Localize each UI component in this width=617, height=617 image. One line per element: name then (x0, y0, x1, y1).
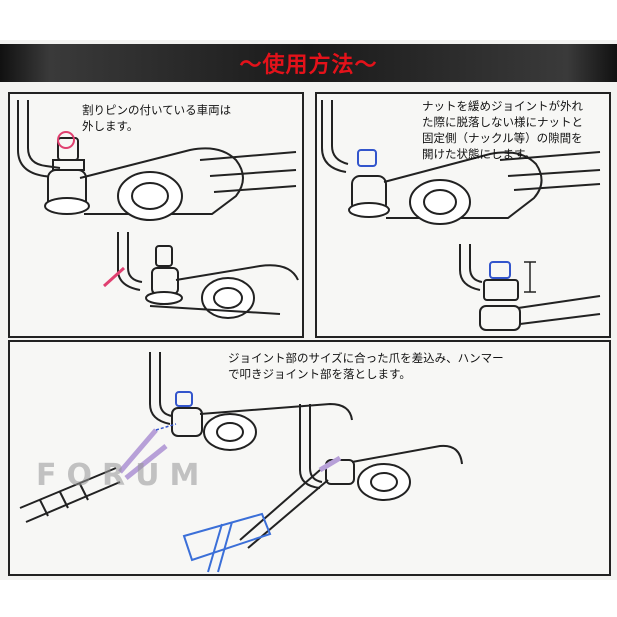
step-3-knuckle-illustration (149, 352, 463, 501)
step-3-panel (8, 340, 611, 576)
step-2-instruction: ナットを緩めジョイントが外れ た際に脱落しない様にナットと 固定側（ナックル等）… (422, 99, 583, 161)
watermark: FORUM (36, 458, 210, 493)
cotter-pin-removed-icon (102, 266, 126, 288)
nut-blue-icon (357, 149, 377, 167)
nut-blue-closeup-icon (489, 261, 511, 279)
cotter-pin-icon (57, 131, 75, 149)
ball-joint-separator-tool (19, 423, 177, 523)
step-3-instruction: ジョイント部のサイズに合った爪を差込み、ハンマー で叩きジョイント部を落とします… (228, 351, 504, 381)
step-1-instruction: 割りピンの付いている車両は 外します。 (82, 103, 232, 133)
step-2-knuckle-illustration (321, 100, 601, 331)
banner-title: ～使用方法～ (239, 53, 378, 78)
title-banner (0, 44, 617, 82)
step-1-removed-illustration (117, 232, 299, 319)
separator-tool-with-hammer (182, 455, 342, 573)
step-1-knuckle-illustration (17, 100, 297, 221)
nut-step3-icon (175, 391, 193, 407)
